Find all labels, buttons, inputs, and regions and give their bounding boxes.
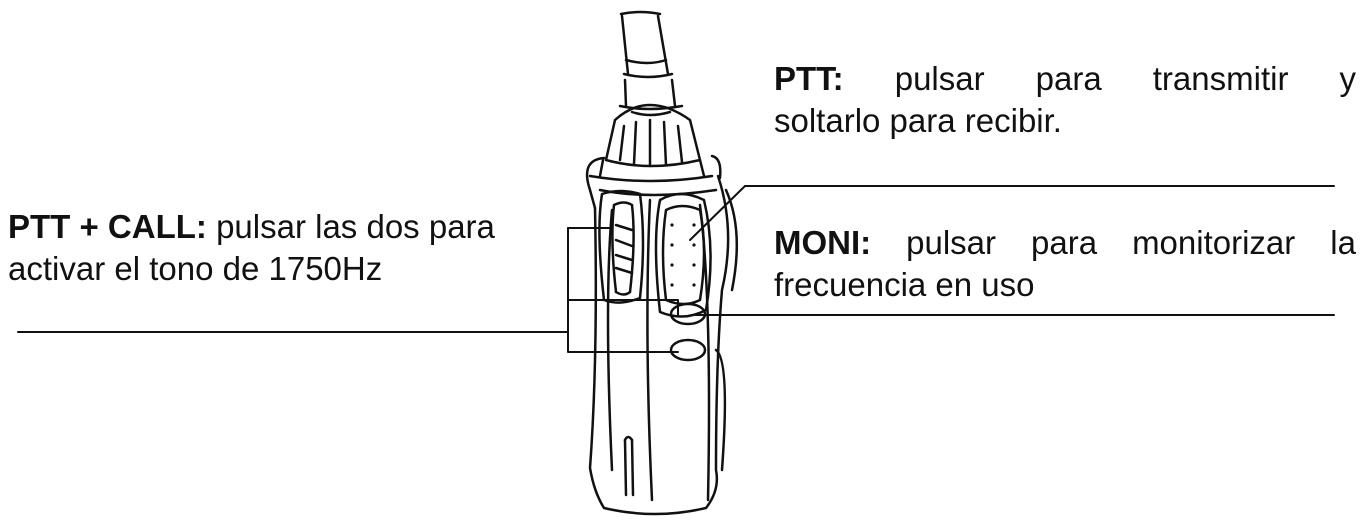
leader-lines bbox=[17, 185, 1335, 353]
ptt-word: y bbox=[1339, 60, 1357, 97]
ptt-button bbox=[654, 192, 712, 318]
ptt-line2: soltarlo para recibir. bbox=[774, 102, 1062, 139]
moni-word: pulsar bbox=[906, 224, 997, 261]
ptt-word: para bbox=[1035, 60, 1102, 97]
ptt-call-title: PTT + CALL: bbox=[8, 208, 207, 245]
side-switch bbox=[598, 189, 645, 304]
ptt-callout: PTT: pulsar para transmitir y soltarlo p… bbox=[774, 58, 1356, 142]
moni-title: MONI: bbox=[774, 224, 872, 261]
ptt-word: transmitir bbox=[1152, 60, 1289, 97]
radio-body bbox=[585, 154, 739, 516]
ptt-call-line1: pulsar las dos para bbox=[206, 208, 495, 245]
moni-word: monitorizar bbox=[1132, 224, 1296, 261]
moni-word: la bbox=[1330, 224, 1356, 261]
call-button bbox=[669, 338, 707, 362]
moni-callout: MONI: pulsar para monitorizar la frecuen… bbox=[774, 222, 1356, 306]
antenna bbox=[618, 10, 684, 117]
moni-line2: frecuencia en uso bbox=[774, 266, 1035, 303]
ptt-grip-dots bbox=[670, 223, 696, 287]
volume-knob bbox=[598, 103, 706, 178]
ptt-call-callout: PTT + CALL: pulsar las dos para activar … bbox=[8, 206, 568, 290]
ptt-call-line2: activar el tono de 1750Hz bbox=[8, 250, 383, 287]
ptt-word: pulsar bbox=[894, 60, 985, 97]
ptt-title: PTT: bbox=[774, 60, 844, 97]
moni-word: para bbox=[1031, 224, 1098, 261]
